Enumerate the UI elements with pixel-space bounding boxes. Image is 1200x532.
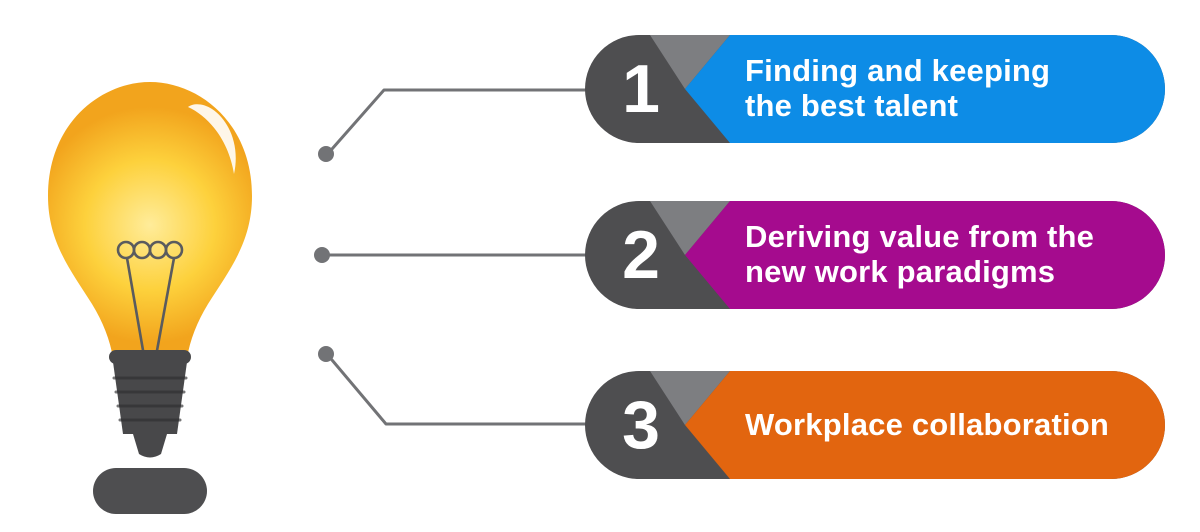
item-pill-3: 3 Workplace collaboration	[585, 371, 1165, 479]
item-label-3-line1: Workplace collaboration	[745, 406, 1110, 442]
bulb-base	[109, 350, 191, 458]
item-label-bg-1	[685, 35, 1165, 143]
item-number-1: 1	[622, 51, 660, 127]
connector-dot-2	[314, 247, 330, 263]
bulb-filament	[116, 240, 184, 357]
item-label-1: Finding and keeping the best talent	[745, 35, 1151, 143]
item-number-3: 3	[622, 387, 660, 463]
item-label-2-line1: Deriving value from the	[745, 219, 1095, 255]
bulb-shadow	[93, 468, 207, 514]
item-label-2: Deriving value from the new work paradig…	[745, 201, 1151, 309]
item-label-2-line2: new work paradigms	[745, 254, 1056, 289]
item-banner-3: 3 Workplace collaboration	[585, 371, 1165, 479]
connector-dot-1	[318, 146, 334, 162]
item-number-2: 2	[622, 217, 660, 293]
item-label-1-line2: the best talent	[745, 88, 959, 123]
item-pill-2: 2 Deriving value from the new work parad…	[585, 201, 1165, 309]
bulb-highlight	[188, 104, 236, 174]
item-banner-1: 1 Finding and keeping the best talent	[585, 35, 1165, 143]
connector-line-1	[330, 88, 594, 151]
item-label-3: Workplace collaboration	[745, 371, 1151, 479]
item-label-bg-3	[685, 371, 1165, 479]
connector-line-3	[330, 358, 594, 426]
item-label-1-line1: Finding and keeping	[745, 53, 1051, 89]
item-pill-1: 1 Finding and keeping the best talent	[585, 35, 1165, 143]
item-label-bg-2	[685, 201, 1165, 309]
lightbulb-icon	[48, 82, 252, 514]
item-banner-2: 2 Deriving value from the new work parad…	[585, 201, 1165, 309]
bulb-glass	[48, 82, 252, 358]
connector-dot-3	[318, 346, 334, 362]
